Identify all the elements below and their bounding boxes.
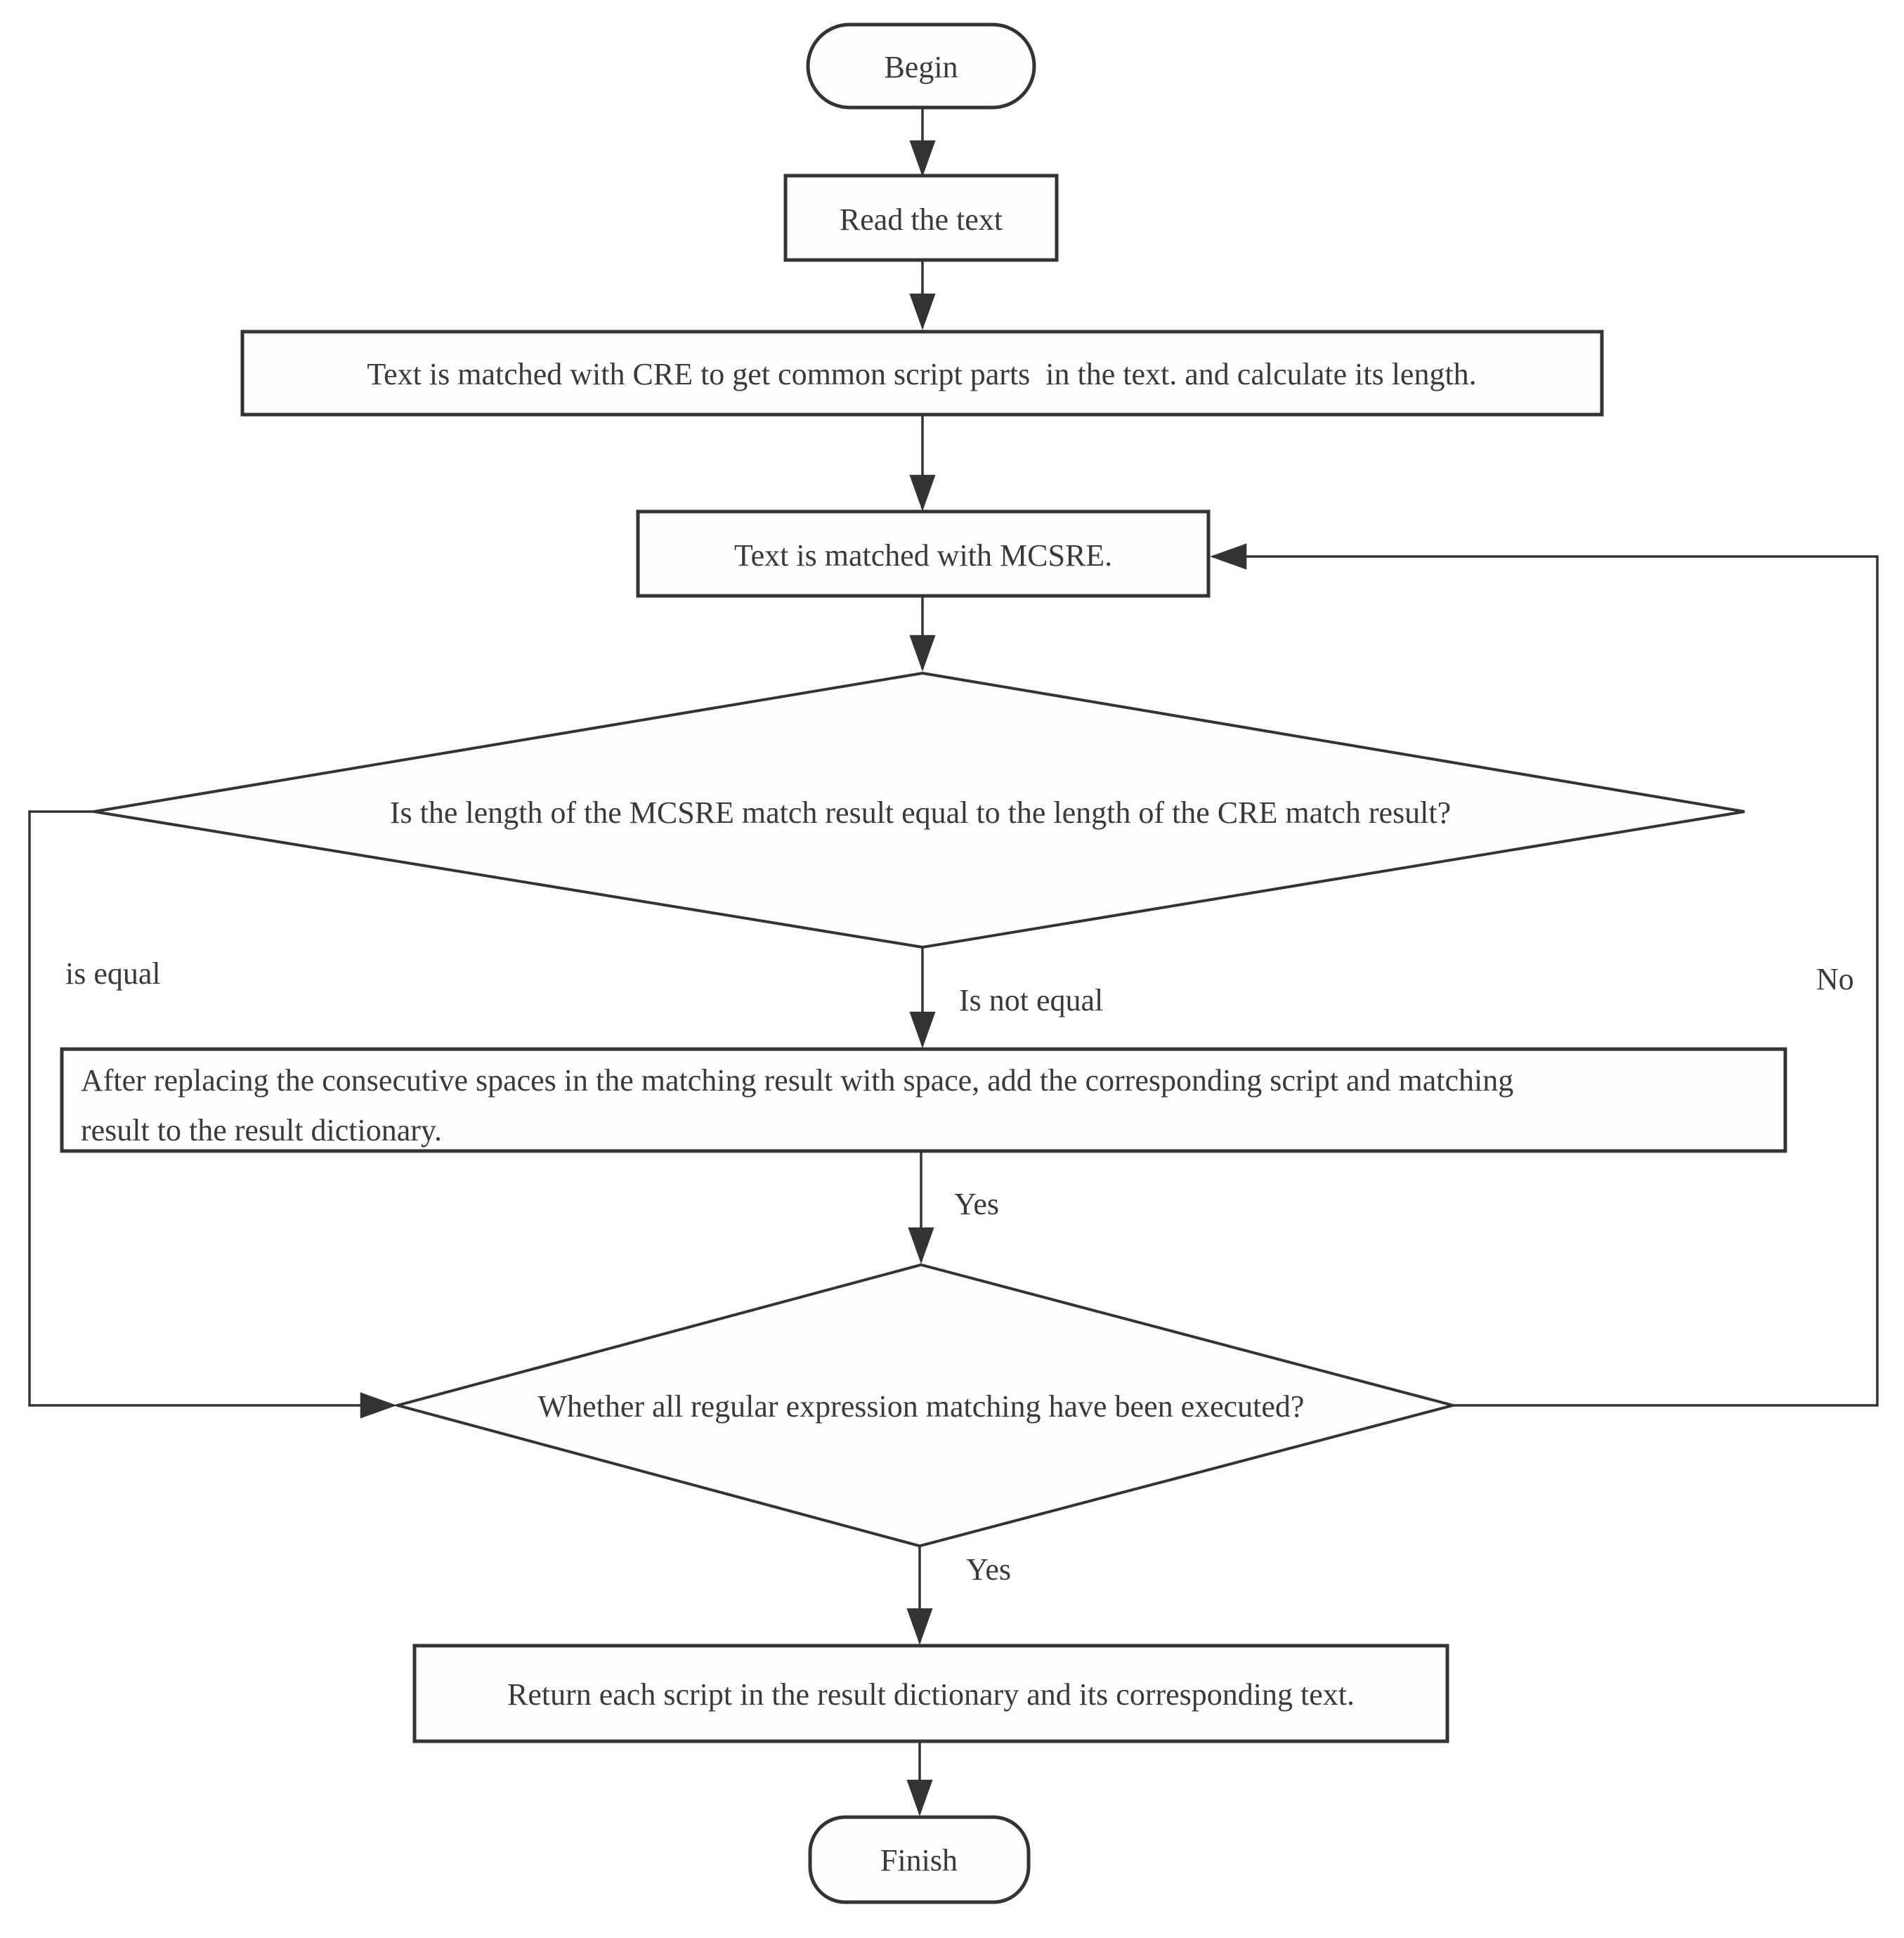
node-decision-all-executed: Whether all regular expression matching … [392,1263,1459,1548]
return-results-box [412,1644,1449,1743]
add-to-dictionary-box [60,1047,1787,1153]
decision-length-equal-diamond [93,671,1745,949]
decision-all-executed-diamond [392,1263,1459,1548]
match-mcsre-box [636,509,1211,598]
node-return-results: Return each script in the result diction… [412,1644,1449,1743]
edge-label-yes-2: Yes [966,1552,1011,1587]
finish-label: Finish [880,1843,958,1878]
decision-length-equal-label: Is the length of the MCSRE match result … [390,795,1451,830]
edge-is-equal-loop [28,810,397,1419]
return-results-label: Return each script in the result diction… [507,1677,1355,1712]
begin-label: Begin [884,50,958,84]
node-read-text: Read the text [783,174,1059,262]
read-text-label: Read the text [840,202,1003,237]
match-cre-box [240,330,1604,417]
edge-no-loop [1210,543,1879,1407]
edges [28,108,1879,1816]
edge-label-is-not-equal: Is not equal [959,983,1103,1017]
decision-all-executed-label: Whether all regular expression matching … [538,1389,1305,1424]
node-finish: Finish [808,1815,1031,1904]
match-mcsre-label: Text is matched with MCSRE. [734,538,1112,573]
node-begin: Begin [806,22,1036,110]
node-decision-length-equal: Is the length of the MCSRE match result … [93,671,1745,949]
edge-label-is-equal: is equal [65,956,161,991]
edge-label-no: No [1816,962,1854,996]
node-match-cre: Text is matched with CRE to get common s… [240,330,1604,417]
edge-labels: is equal Is not equal Yes No Yes [65,956,1854,1587]
add-to-dictionary-line1: After replacing the consecutive spaces i… [81,1063,1513,1098]
node-match-mcsre: Text is matched with MCSRE. [636,509,1211,598]
edge-label-yes-1: Yes [954,1187,999,1221]
add-to-dictionary-line2: result to the result dictionary. [81,1113,442,1147]
node-add-to-dictionary: After replacing the consecutive spaces i… [60,1047,1787,1153]
finish-terminator [808,1815,1031,1904]
match-cre-label: Text is matched with CRE to get common s… [367,357,1476,391]
read-text-box [783,174,1059,262]
begin-terminator [806,22,1036,110]
